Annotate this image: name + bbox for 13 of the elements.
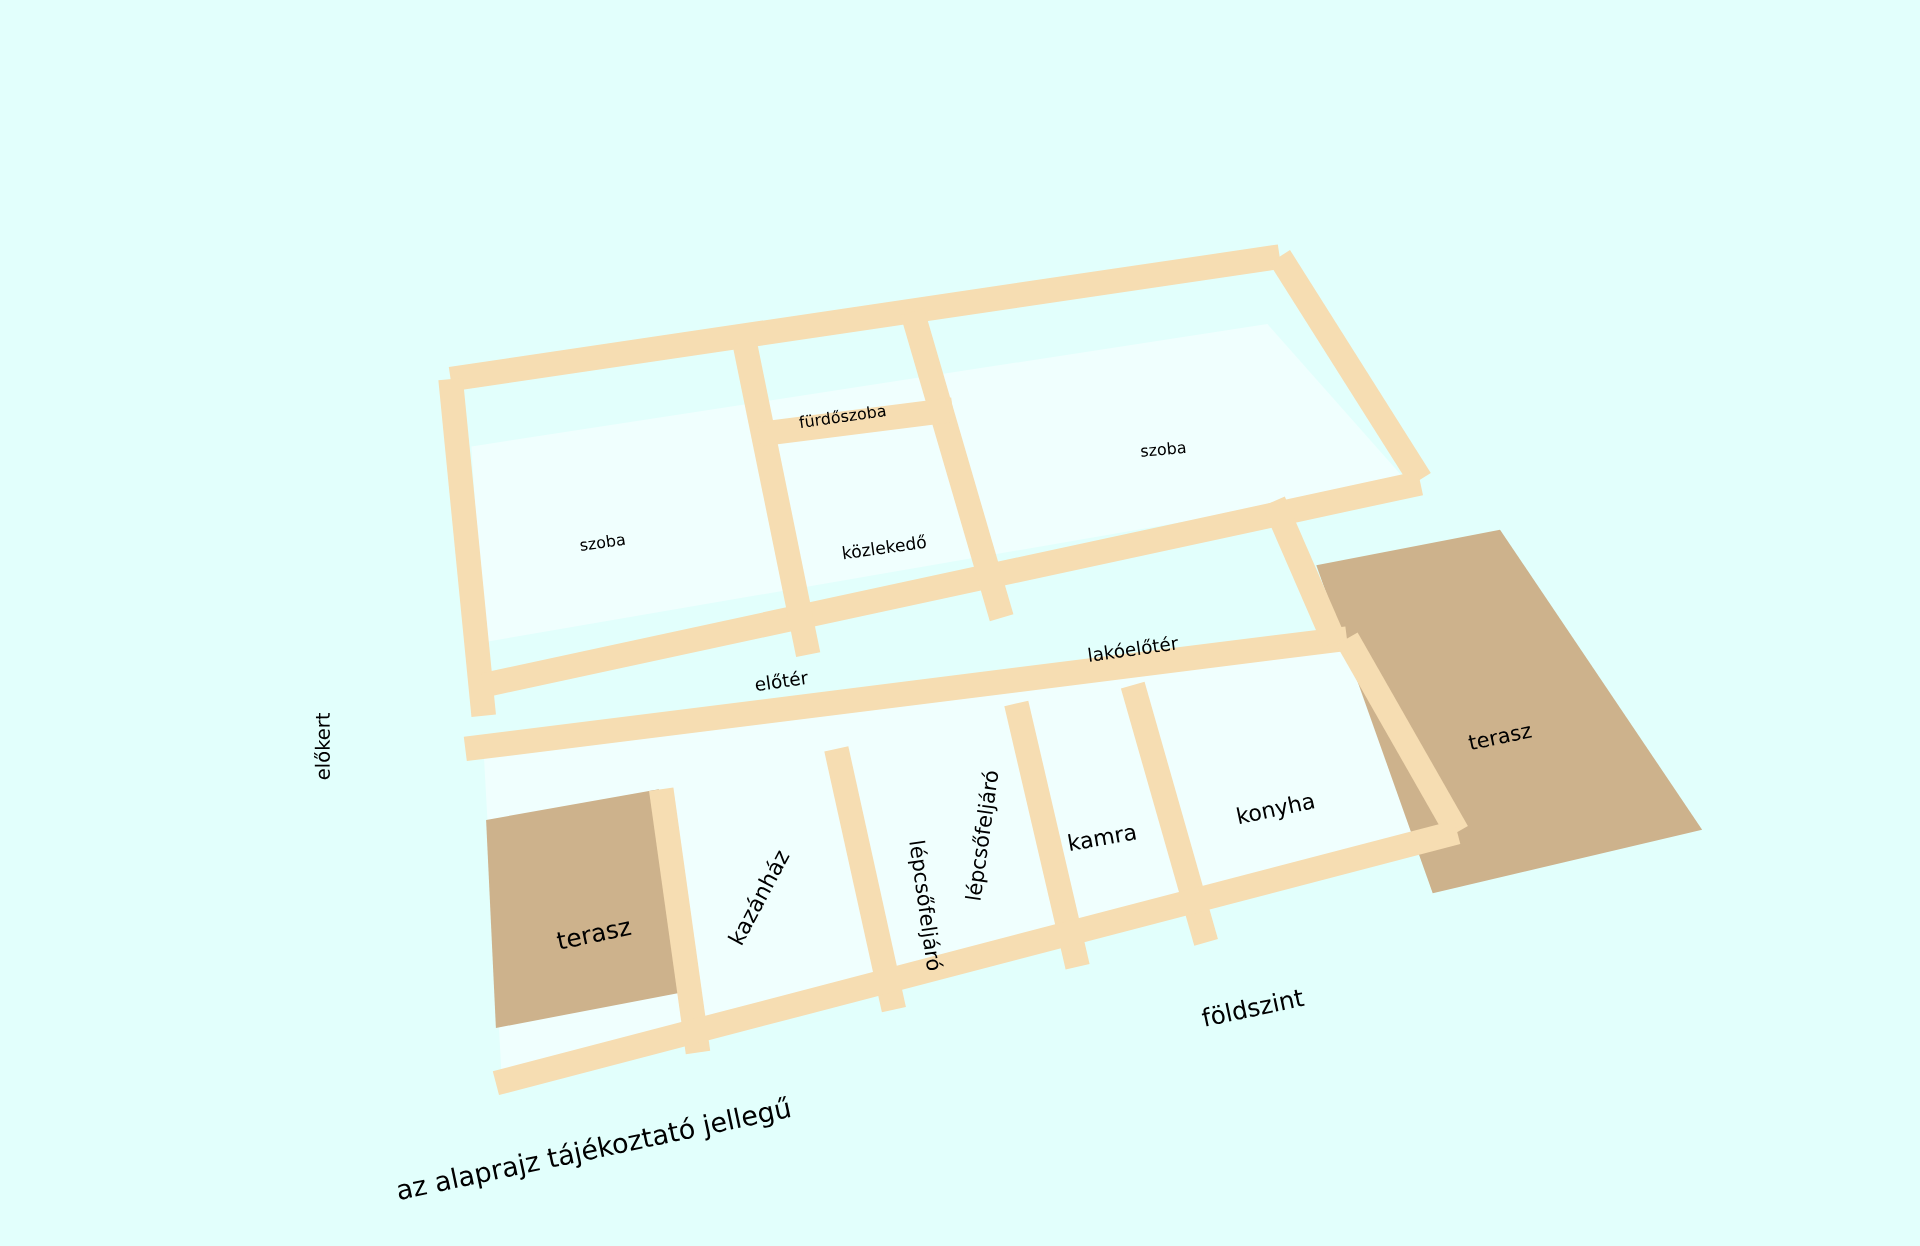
room-label: fürdőszoba (798, 406, 886, 428)
room-label: szoba (1141, 442, 1186, 457)
room-label: terasz (1468, 726, 1532, 750)
room-label: lépcsőfeljáró (964, 771, 999, 901)
room-label: lakóelőtér (1088, 636, 1178, 662)
room-label: szoba (580, 534, 625, 551)
room-label: kamra (1068, 827, 1136, 851)
room-label: előtér (755, 670, 808, 691)
area-label: előkert (314, 712, 330, 780)
room-label: közlekedő (842, 534, 926, 560)
room-label: terasz (556, 921, 632, 949)
room-label: konyha (1236, 796, 1315, 824)
floor-label: földszint (1201, 989, 1305, 1027)
